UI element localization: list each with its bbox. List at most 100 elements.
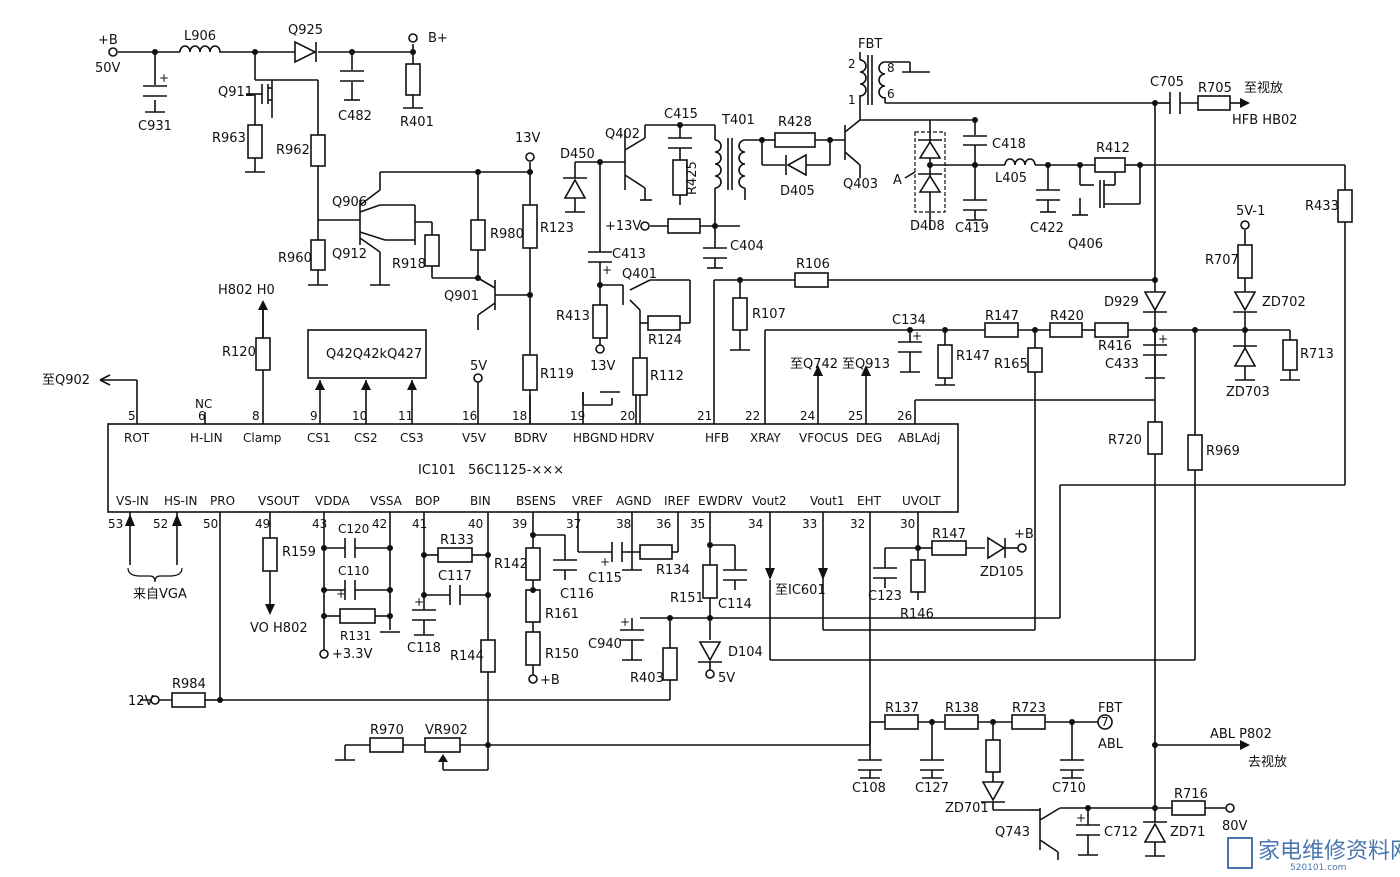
r137-resistor bbox=[884, 714, 919, 730]
r107-label: R107 bbox=[752, 307, 786, 322]
q912-label: Q912 bbox=[332, 247, 367, 262]
r425-label: R425 bbox=[685, 161, 700, 195]
r720-label: R720 bbox=[1108, 433, 1142, 448]
fbt7-label: FBT bbox=[1098, 701, 1122, 716]
c115-capacitor: + bbox=[600, 542, 623, 569]
r984-label: R984 bbox=[172, 677, 206, 692]
b-plus-terminal bbox=[408, 33, 418, 43]
r403-label: R403 bbox=[630, 671, 664, 686]
v5-d104-label: 5V bbox=[718, 671, 735, 686]
r412-resistor bbox=[1094, 157, 1126, 173]
c413-capacitor: + bbox=[588, 251, 612, 277]
r119-resistor bbox=[522, 354, 538, 391]
r134-resistor bbox=[639, 544, 673, 560]
v12-terminal bbox=[150, 695, 160, 705]
pin-11-name: CS3 bbox=[400, 431, 424, 445]
r144-resistor bbox=[480, 639, 496, 673]
q911-mosfet bbox=[246, 84, 272, 104]
r705-resistor bbox=[1197, 95, 1231, 111]
to-q902-label: 至Q902 bbox=[42, 373, 90, 388]
r107-resistor bbox=[732, 297, 748, 331]
r123-resistor bbox=[522, 204, 538, 249]
r138-label: R138 bbox=[945, 701, 979, 716]
r142-resistor bbox=[525, 547, 541, 581]
ic101-body bbox=[107, 423, 959, 513]
q911-label: Q911 bbox=[218, 85, 253, 100]
r151-resistor bbox=[702, 564, 718, 599]
abl-output-wiring bbox=[1030, 807, 1226, 860]
pin-26-num: 26 bbox=[897, 409, 912, 423]
c433-capacitor: + bbox=[1143, 332, 1168, 379]
fbt-pin2: 2 bbox=[848, 57, 856, 71]
vr902-potentiometer bbox=[424, 737, 461, 753]
zd701-zener bbox=[981, 781, 1005, 803]
r980-resistor bbox=[470, 219, 486, 251]
r970-label: R970 bbox=[370, 723, 404, 738]
zd702-label: ZD702 bbox=[1262, 295, 1306, 310]
c705-label: C705 bbox=[1150, 75, 1184, 90]
r147a-label: R147 bbox=[956, 349, 990, 364]
r106-resistor bbox=[794, 272, 829, 288]
plus-b-label: +B bbox=[98, 33, 118, 48]
hout-wiring bbox=[744, 95, 975, 200]
pin-34-name: Vout2 bbox=[752, 494, 787, 508]
to-ic601-label: 至IC601 bbox=[775, 583, 826, 598]
q42x-block bbox=[307, 329, 427, 379]
pin-10-name: CS2 bbox=[354, 431, 378, 445]
svg-text:+: + bbox=[602, 263, 612, 277]
pin-9-name: CS1 bbox=[307, 431, 331, 445]
r412-label: R412 bbox=[1096, 141, 1130, 156]
c115-label: C115 bbox=[588, 571, 622, 586]
pin-41-name: BOP bbox=[415, 494, 440, 508]
vo-h802-label: VO H802 bbox=[250, 621, 308, 636]
r428-resistor bbox=[774, 132, 816, 148]
c712-label: C712 bbox=[1104, 825, 1138, 840]
c419-capacitor bbox=[963, 199, 987, 221]
r147b-label: R147 bbox=[985, 309, 1019, 324]
to-video-amp2-label: 去视放 bbox=[1248, 755, 1287, 770]
vref-wiring bbox=[577, 548, 678, 571]
fbt-pin8: 8 bbox=[887, 61, 895, 75]
zd71-label: ZD71 bbox=[1170, 825, 1205, 840]
r147b-resistor bbox=[984, 322, 1019, 338]
b-plus-label: B+ bbox=[428, 31, 448, 46]
r151-label: R151 bbox=[670, 591, 704, 606]
r963-resistor bbox=[247, 124, 263, 159]
hfb-hb02-label: HFB HB02 bbox=[1232, 113, 1298, 128]
pin-9-num: 9 bbox=[310, 409, 318, 423]
c123-label: C123 bbox=[868, 589, 902, 604]
q401-label: Q401 bbox=[622, 267, 657, 282]
watermark-url: 520101.com bbox=[1290, 863, 1346, 873]
c705-capacitor bbox=[1169, 92, 1181, 114]
r713-label: R713 bbox=[1300, 347, 1334, 362]
r705-label: R705 bbox=[1198, 81, 1232, 96]
pin-37-num: 37 bbox=[566, 517, 581, 531]
r969-label: R969 bbox=[1206, 444, 1240, 459]
r723-resistor bbox=[1011, 714, 1046, 730]
r401-resistor bbox=[405, 63, 421, 96]
pin-11-num: 11 bbox=[398, 409, 413, 423]
zd703-zener bbox=[1233, 345, 1257, 381]
h802-h0-label: H802 H0 bbox=[218, 283, 275, 298]
pin-5-name: ROT bbox=[124, 431, 150, 445]
c940-label: C940 bbox=[588, 637, 622, 652]
c117-capacitor bbox=[449, 585, 461, 605]
c127-label: C127 bbox=[915, 781, 949, 796]
c110-label: C110 bbox=[338, 564, 369, 578]
r133-resistor bbox=[437, 547, 473, 563]
pin-35-num: 35 bbox=[690, 517, 705, 531]
q406-label: Q406 bbox=[1068, 237, 1103, 252]
fbt-transformer bbox=[859, 55, 930, 105]
pin-16-num: 16 bbox=[462, 409, 477, 423]
zd105-label: ZD105 bbox=[980, 565, 1024, 580]
c422-capacitor bbox=[1036, 189, 1060, 213]
r133-label: R133 bbox=[440, 533, 474, 548]
pin-22-name: XRAY bbox=[750, 431, 781, 445]
r112-resistor bbox=[632, 357, 648, 396]
c108-capacitor bbox=[858, 759, 882, 779]
zd702-zener bbox=[1233, 291, 1257, 313]
pin-49-num: 49 bbox=[255, 517, 270, 531]
watermark-text: 家电维修资料网 bbox=[1258, 839, 1400, 864]
pin-30-num: 30 bbox=[900, 517, 915, 531]
c127-capacitor bbox=[920, 759, 944, 779]
